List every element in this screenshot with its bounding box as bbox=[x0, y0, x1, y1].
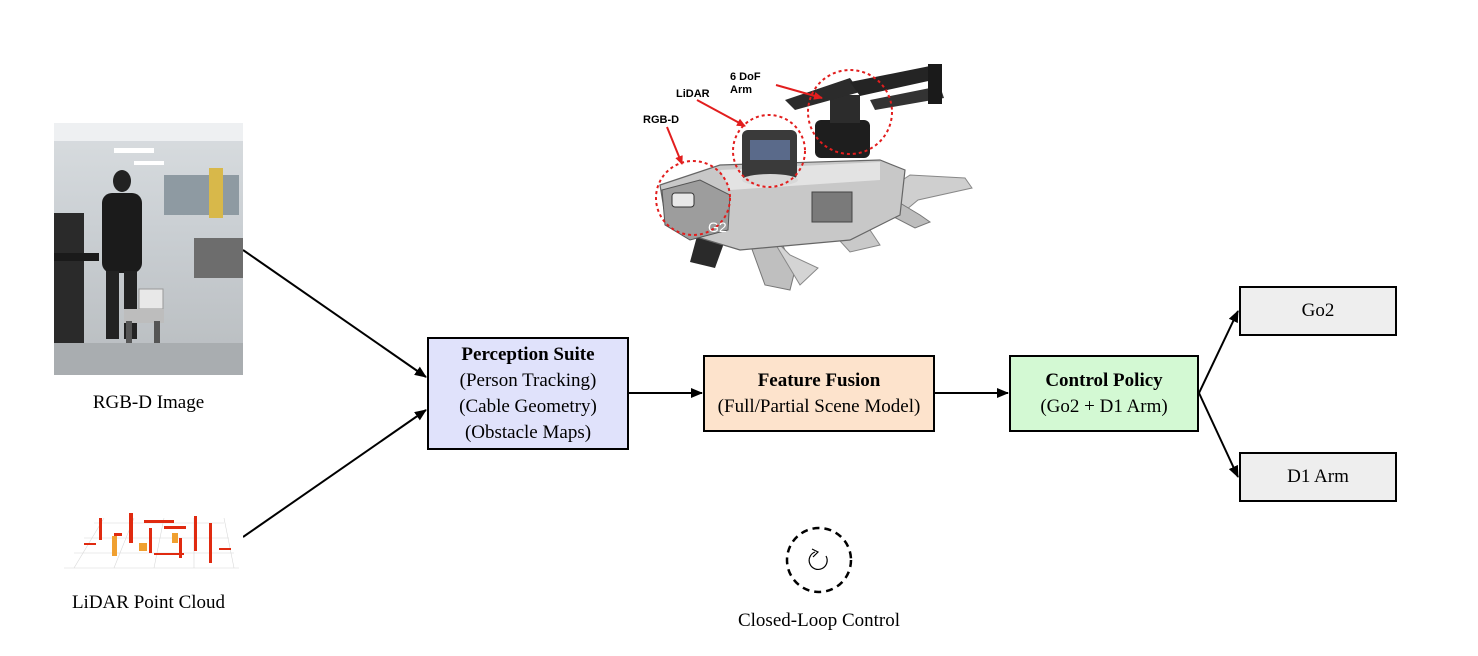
perception-line-2: (Cable Geometry) bbox=[459, 395, 597, 417]
perception-line-3: (Obstacle Maps) bbox=[464, 421, 592, 443]
control-policy-box: Control Policy (Go2 + D1 Arm) bbox=[1009, 355, 1199, 432]
go2-label: Go2 bbox=[1301, 300, 1335, 321]
lidar-pointer-arrow bbox=[696, 99, 746, 127]
loop-arrow-icon bbox=[785, 526, 853, 594]
rgbd-caption: RGB-D Image bbox=[92, 392, 205, 413]
feature-fusion-line-1: (Full/Partial Scene Model) bbox=[717, 395, 921, 417]
rgbd-photo bbox=[54, 123, 243, 375]
feature-fusion-title: Feature Fusion bbox=[757, 369, 881, 391]
robot-label-rgbd: RGB-D bbox=[643, 114, 680, 126]
robot-body-mark: G2 bbox=[708, 219, 727, 235]
lidar-caption: LiDAR Point Cloud bbox=[71, 592, 226, 613]
rgbd-highlight-circle bbox=[655, 160, 731, 236]
control-policy-title: Control Policy bbox=[1045, 369, 1163, 391]
robot-illustration bbox=[659, 64, 973, 291]
feature-fusion-box: Feature Fusion (Full/Partial Scene Model… bbox=[703, 355, 935, 432]
go2-box: Go2 bbox=[1239, 286, 1397, 336]
lidar-point-cloud-image bbox=[54, 498, 243, 576]
arm-highlight-circle bbox=[807, 69, 893, 155]
perception-suite-box: Perception Suite (Person Tracking) (Cabl… bbox=[427, 337, 629, 450]
arm-pointer-arrow bbox=[775, 84, 823, 100]
closed-loop-caption: Closed-Loop Control bbox=[737, 610, 901, 631]
arrow-control-to-go2 bbox=[1198, 310, 1239, 394]
perception-line-1: (Person Tracking) bbox=[459, 369, 597, 391]
perception-suite-title: Perception Suite bbox=[461, 343, 595, 365]
d1-arm-box: D1 Arm bbox=[1239, 452, 1397, 502]
arrow-lidar-to-perception bbox=[242, 409, 427, 538]
control-policy-line-1: (Go2 + D1 Arm) bbox=[1040, 395, 1168, 417]
lidar-highlight-circle bbox=[732, 114, 806, 188]
rgbd-pointer-arrow bbox=[666, 126, 683, 165]
arrow-control-to-d1arm bbox=[1198, 392, 1239, 478]
arrow-rgbd-to-perception bbox=[242, 249, 427, 378]
robot-label-arm: 6 DoF Arm bbox=[730, 71, 761, 96]
robot-label-lidar: LiDAR bbox=[676, 88, 710, 100]
d1-arm-label: D1 Arm bbox=[1287, 466, 1349, 487]
